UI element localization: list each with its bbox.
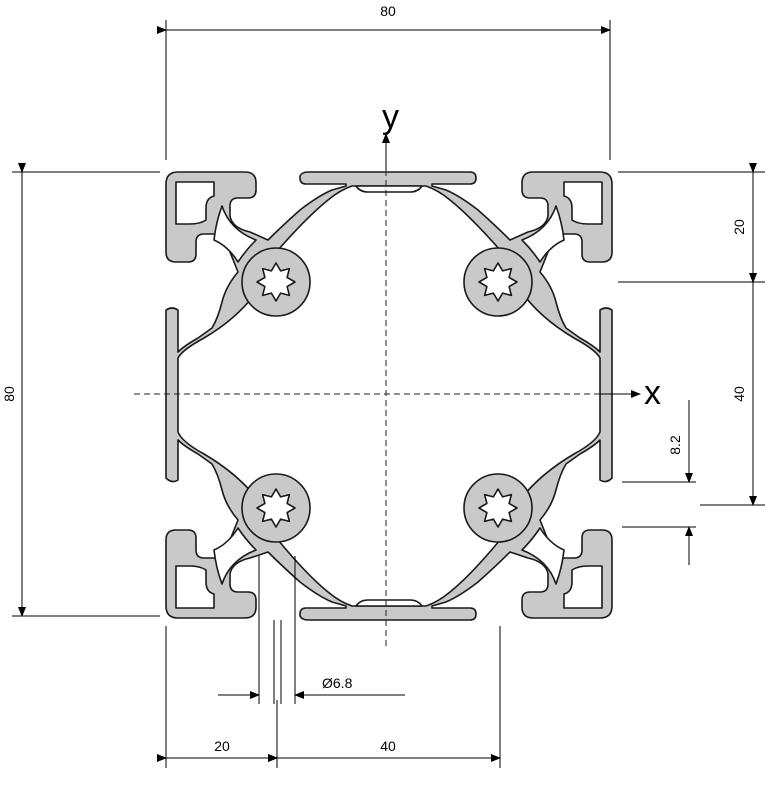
dim-right-top: 20: [731, 219, 747, 235]
x-axis-label: x: [644, 374, 661, 412]
slot-cavity-bottom: [355, 599, 423, 607]
core-boss-bottom-left: [241, 473, 311, 543]
core-hole-bottom-left: [256, 488, 296, 528]
dim-hole-diameter: Ø6.8: [322, 675, 353, 691]
dim-right-mid: 40: [731, 386, 747, 402]
slot-cavity-top: [355, 185, 423, 193]
triangle-pocket-bottom-left: [213, 527, 257, 585]
corner-pocket-top-left: [175, 181, 215, 225]
core-boss-bottom-right: [463, 473, 533, 543]
core-boss-top-right: [463, 247, 533, 317]
core-hole-top-right: [478, 262, 518, 302]
dimensions: 80 80 20 40 8.2 20 40 Ø6.8: [1, 3, 765, 768]
triangle-pocket-top-left: [213, 205, 257, 263]
dim-bottom-mid: 40: [380, 738, 396, 754]
dim-height-total: 80: [1, 386, 17, 402]
axes: x y: [134, 98, 661, 648]
triangle-pocket-bottom-right: [521, 527, 565, 585]
dim-bottom-left: 20: [214, 738, 230, 754]
y-axis-label: y: [382, 98, 399, 136]
corner-pocket-bottom-left: [175, 565, 215, 609]
core-hole-bottom-right: [478, 488, 518, 528]
core-hole-top-left: [256, 262, 296, 302]
dim-right-small: 8.2: [667, 435, 683, 455]
core-boss-top-left: [241, 247, 311, 317]
triangle-pocket-top-right: [521, 205, 565, 263]
corner-pocket-top-right: [563, 181, 603, 225]
corner-pocket-bottom-right: [563, 565, 603, 609]
dim-width-total: 80: [380, 3, 396, 19]
aluminium-profile: [165, 171, 613, 621]
